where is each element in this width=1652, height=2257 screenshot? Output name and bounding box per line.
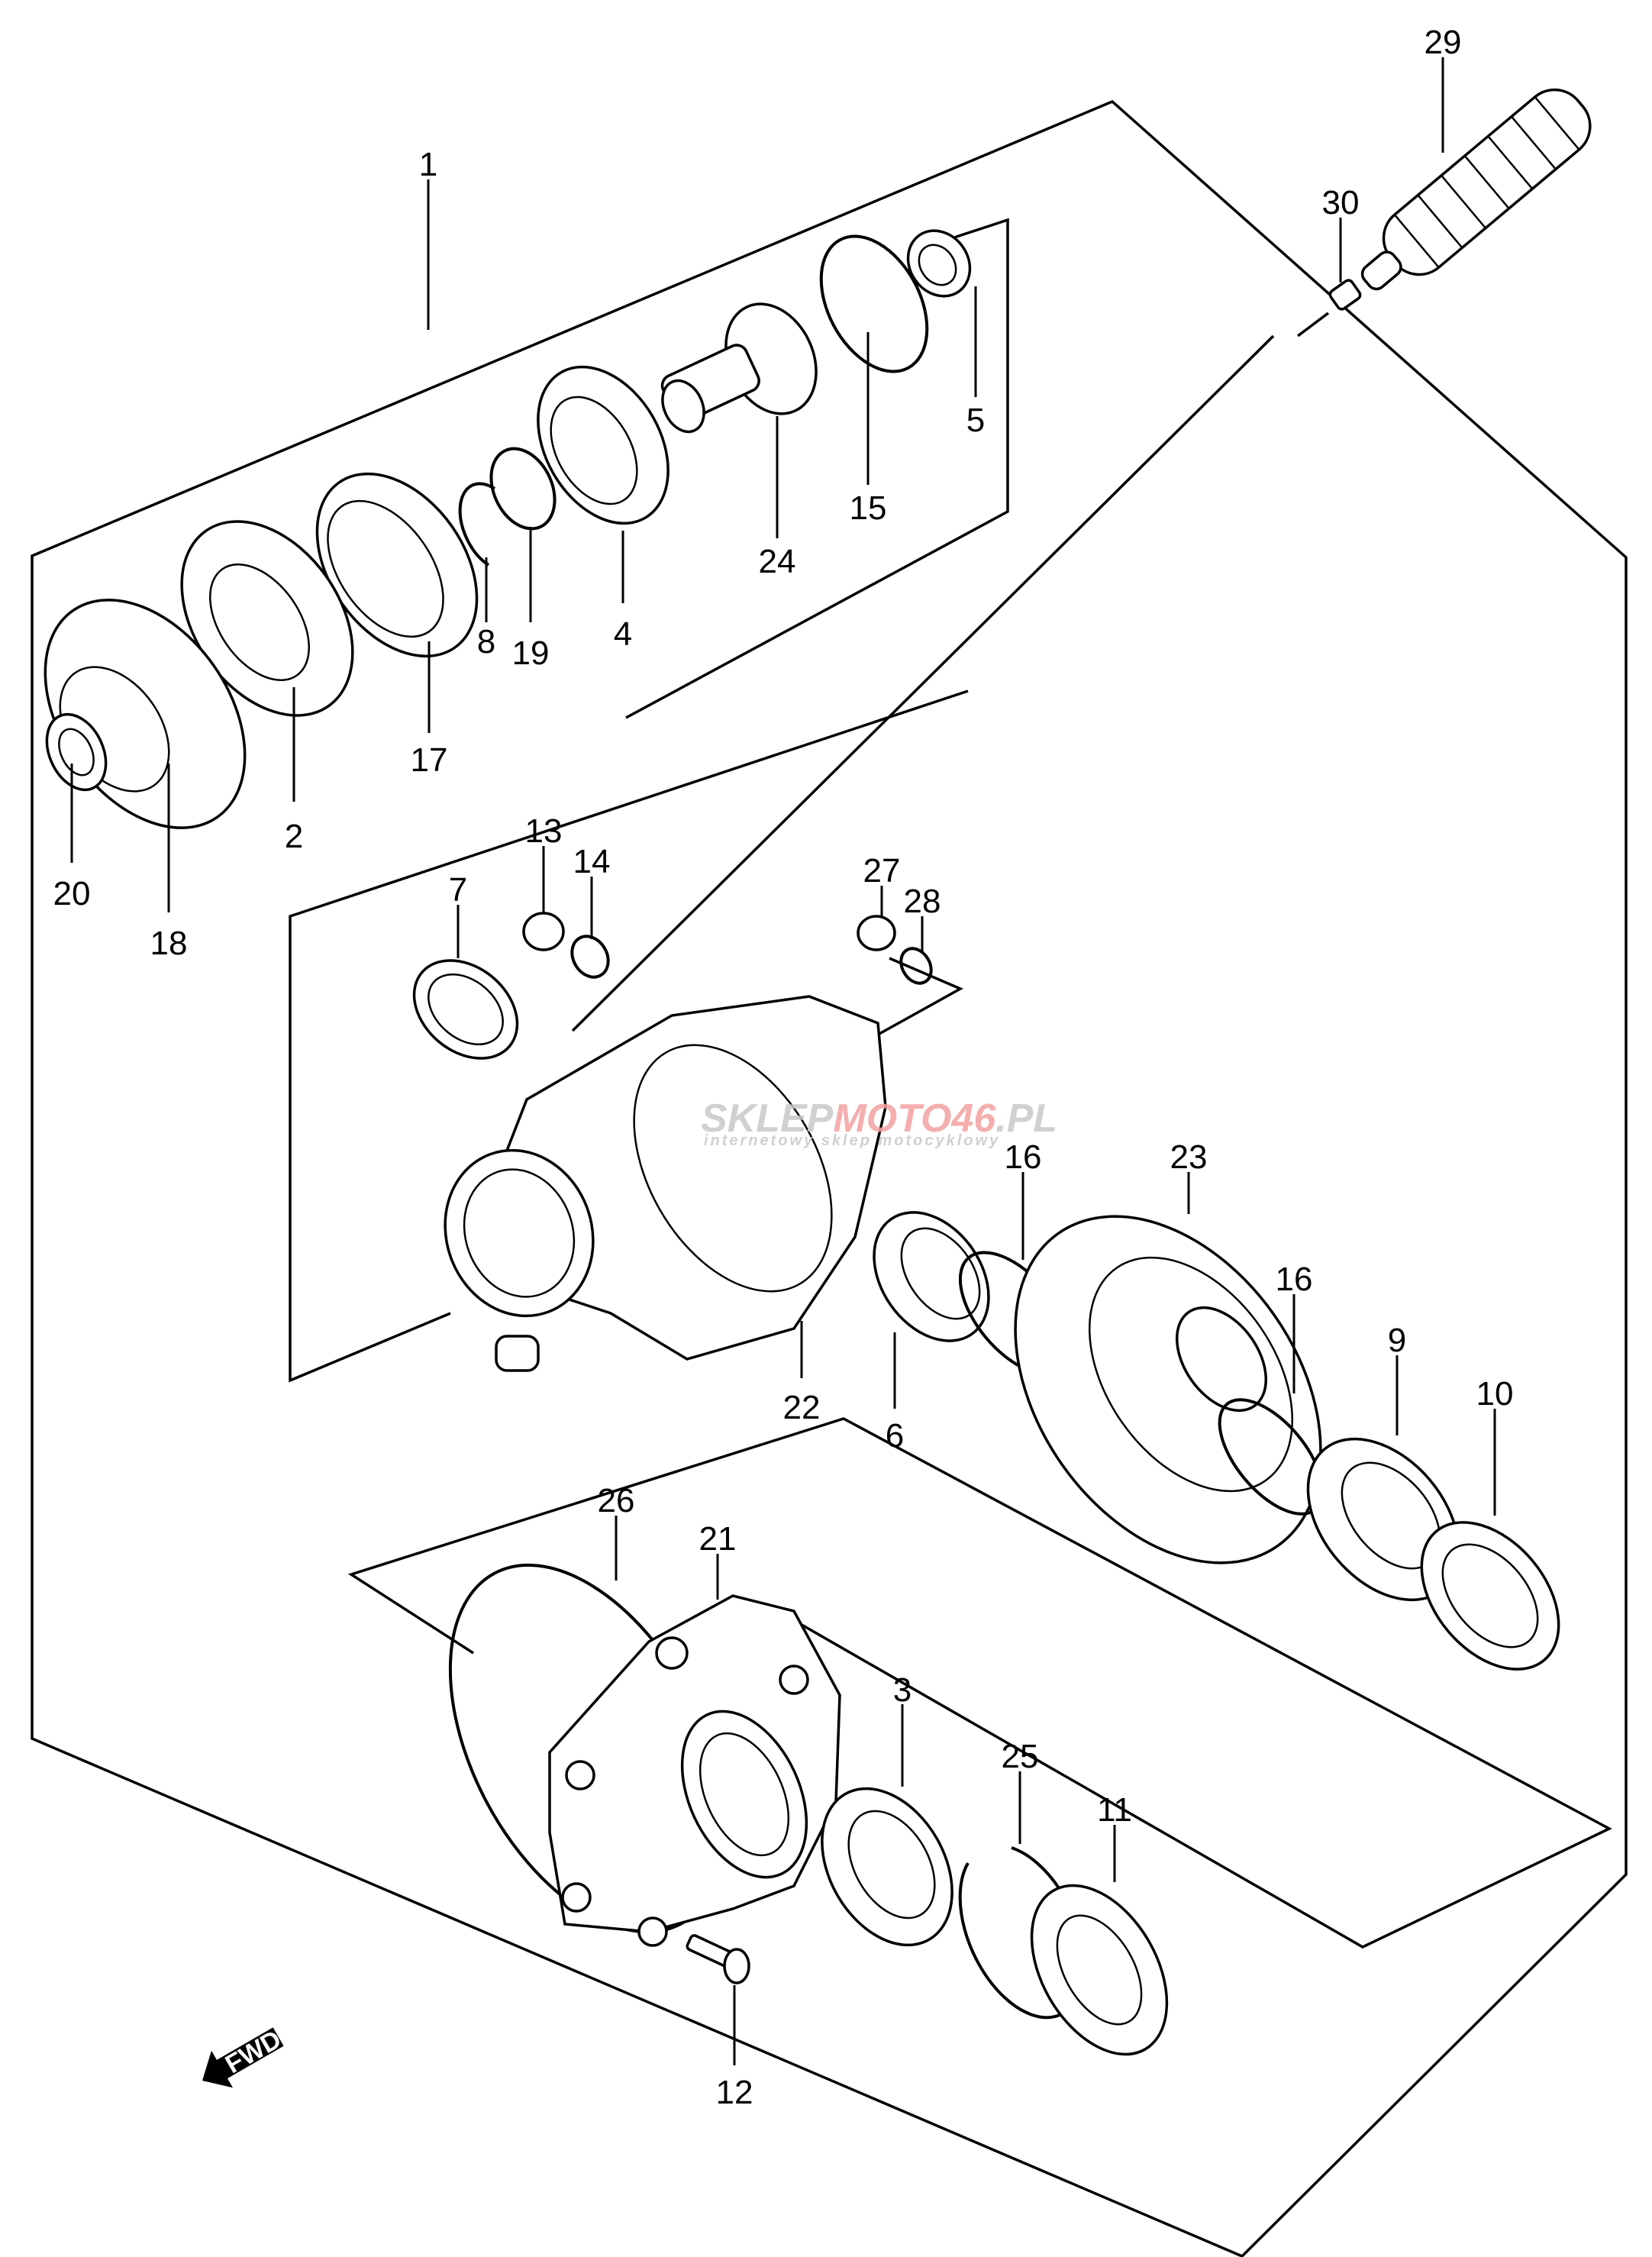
part-oil-seal-2[interactable] — [147, 489, 388, 747]
part-drive-pinion[interactable] — [655, 289, 834, 439]
callout-30: 30 — [1322, 184, 1360, 221]
part-bolt-12[interactable] — [686, 1934, 750, 1984]
callout-7: 7 — [449, 871, 467, 909]
part-o-ring-15[interactable] — [799, 218, 948, 389]
callout-2: 2 — [285, 818, 303, 855]
callout-6: 6 — [886, 1417, 904, 1455]
callout-14: 14 — [573, 843, 611, 880]
part-ring-gear[interactable] — [952, 1159, 1383, 1621]
part-breather-boot[interactable] — [1345, 77, 1602, 309]
part-ball-bearing-3[interactable] — [795, 1765, 979, 1968]
callout-26: 26 — [598, 1482, 635, 1519]
callout-16a: 16 — [1005, 1138, 1042, 1176]
part-circlip-8[interactable] — [458, 482, 496, 567]
callout-29: 29 — [1425, 24, 1462, 61]
callout-8: 8 — [477, 623, 495, 660]
callout-18: 18 — [150, 925, 188, 962]
subgroup-frame-pinion — [625, 218, 1009, 719]
callout-20: 20 — [53, 875, 91, 912]
part-shim-19[interactable] — [479, 438, 566, 539]
watermark-brand: SKLEPMOTO46.PL — [701, 1096, 1057, 1141]
watermark-brand-number: 46 — [950, 1096, 996, 1141]
callout-13: 13 — [525, 812, 563, 850]
watermark: SKLEPMOTO46.PL internetowy sklep motocyk… — [701, 1096, 1057, 1149]
subgroup-frame-cover — [347, 1417, 1612, 1949]
part-gear-case-cover[interactable] — [548, 1594, 841, 1947]
callout-4: 4 — [614, 615, 632, 653]
part-plug-13[interactable] — [522, 912, 565, 951]
callout-1: 1 — [419, 146, 437, 183]
watermark-brand-red: MOTO — [833, 1096, 951, 1141]
part-spline-coupling-20[interactable] — [35, 705, 117, 799]
callout-19: 19 — [512, 634, 550, 672]
part-gasket-28[interactable] — [895, 943, 937, 989]
forward-label: FWD — [221, 2025, 286, 2080]
part-oil-seal-7[interactable] — [395, 941, 537, 1079]
callout-9: 9 — [1388, 1322, 1406, 1359]
part-clamp[interactable] — [1328, 279, 1362, 311]
diagonal-guide-line — [571, 334, 1275, 1032]
callout-21: 21 — [699, 1520, 737, 1558]
diagonal-guide-stub — [1296, 312, 1330, 337]
callout-27: 27 — [863, 852, 901, 890]
callout-5: 5 — [966, 402, 985, 439]
callout-22: 22 — [783, 1389, 821, 1426]
part-ball-bearing-4[interactable] — [511, 344, 695, 547]
callout-11: 11 — [1097, 1791, 1132, 1829]
part-plug-27[interactable] — [857, 915, 896, 951]
part-gear-case[interactable] — [422, 995, 887, 1372]
callout-3: 3 — [893, 1671, 912, 1709]
forward-arrow-icon: FWD — [202, 2025, 286, 2088]
part-oil-seal-10[interactable] — [1394, 1496, 1586, 1695]
callout-12: 12 — [716, 2074, 753, 2111]
callout-28: 28 — [904, 883, 941, 920]
part-needle-bearing-5[interactable] — [895, 218, 982, 308]
watermark-brand-gray: SKLEP — [701, 1096, 834, 1141]
callout-25: 25 — [1002, 1738, 1039, 1775]
callout-16b: 16 — [1276, 1261, 1313, 1298]
leader-lines — [70, 57, 1496, 2065]
part-oil-seal-11[interactable] — [1004, 1862, 1195, 2078]
watermark-brand-tld: .PL — [995, 1096, 1057, 1141]
part-gasket-14[interactable] — [565, 930, 615, 983]
subgroup-frame-case-right — [877, 957, 963, 1036]
callout-10: 10 — [1476, 1375, 1514, 1413]
part-needle-bearing-6[interactable] — [850, 1190, 1012, 1362]
callout-15: 15 — [850, 489, 887, 527]
subgroup-frame-case — [289, 689, 969, 1383]
callout-24: 24 — [759, 543, 796, 580]
callout-labels: 1 2 3 4 5 6 7 8 9 10 11 12 13 14 15 16 1… — [53, 24, 1514, 2111]
callout-17: 17 — [411, 741, 448, 779]
assembly-frame-outer — [31, 99, 1628, 2257]
callout-23: 23 — [1170, 1138, 1208, 1176]
watermark-tagline: internetowy sklep motocyklowy — [704, 1132, 1000, 1149]
